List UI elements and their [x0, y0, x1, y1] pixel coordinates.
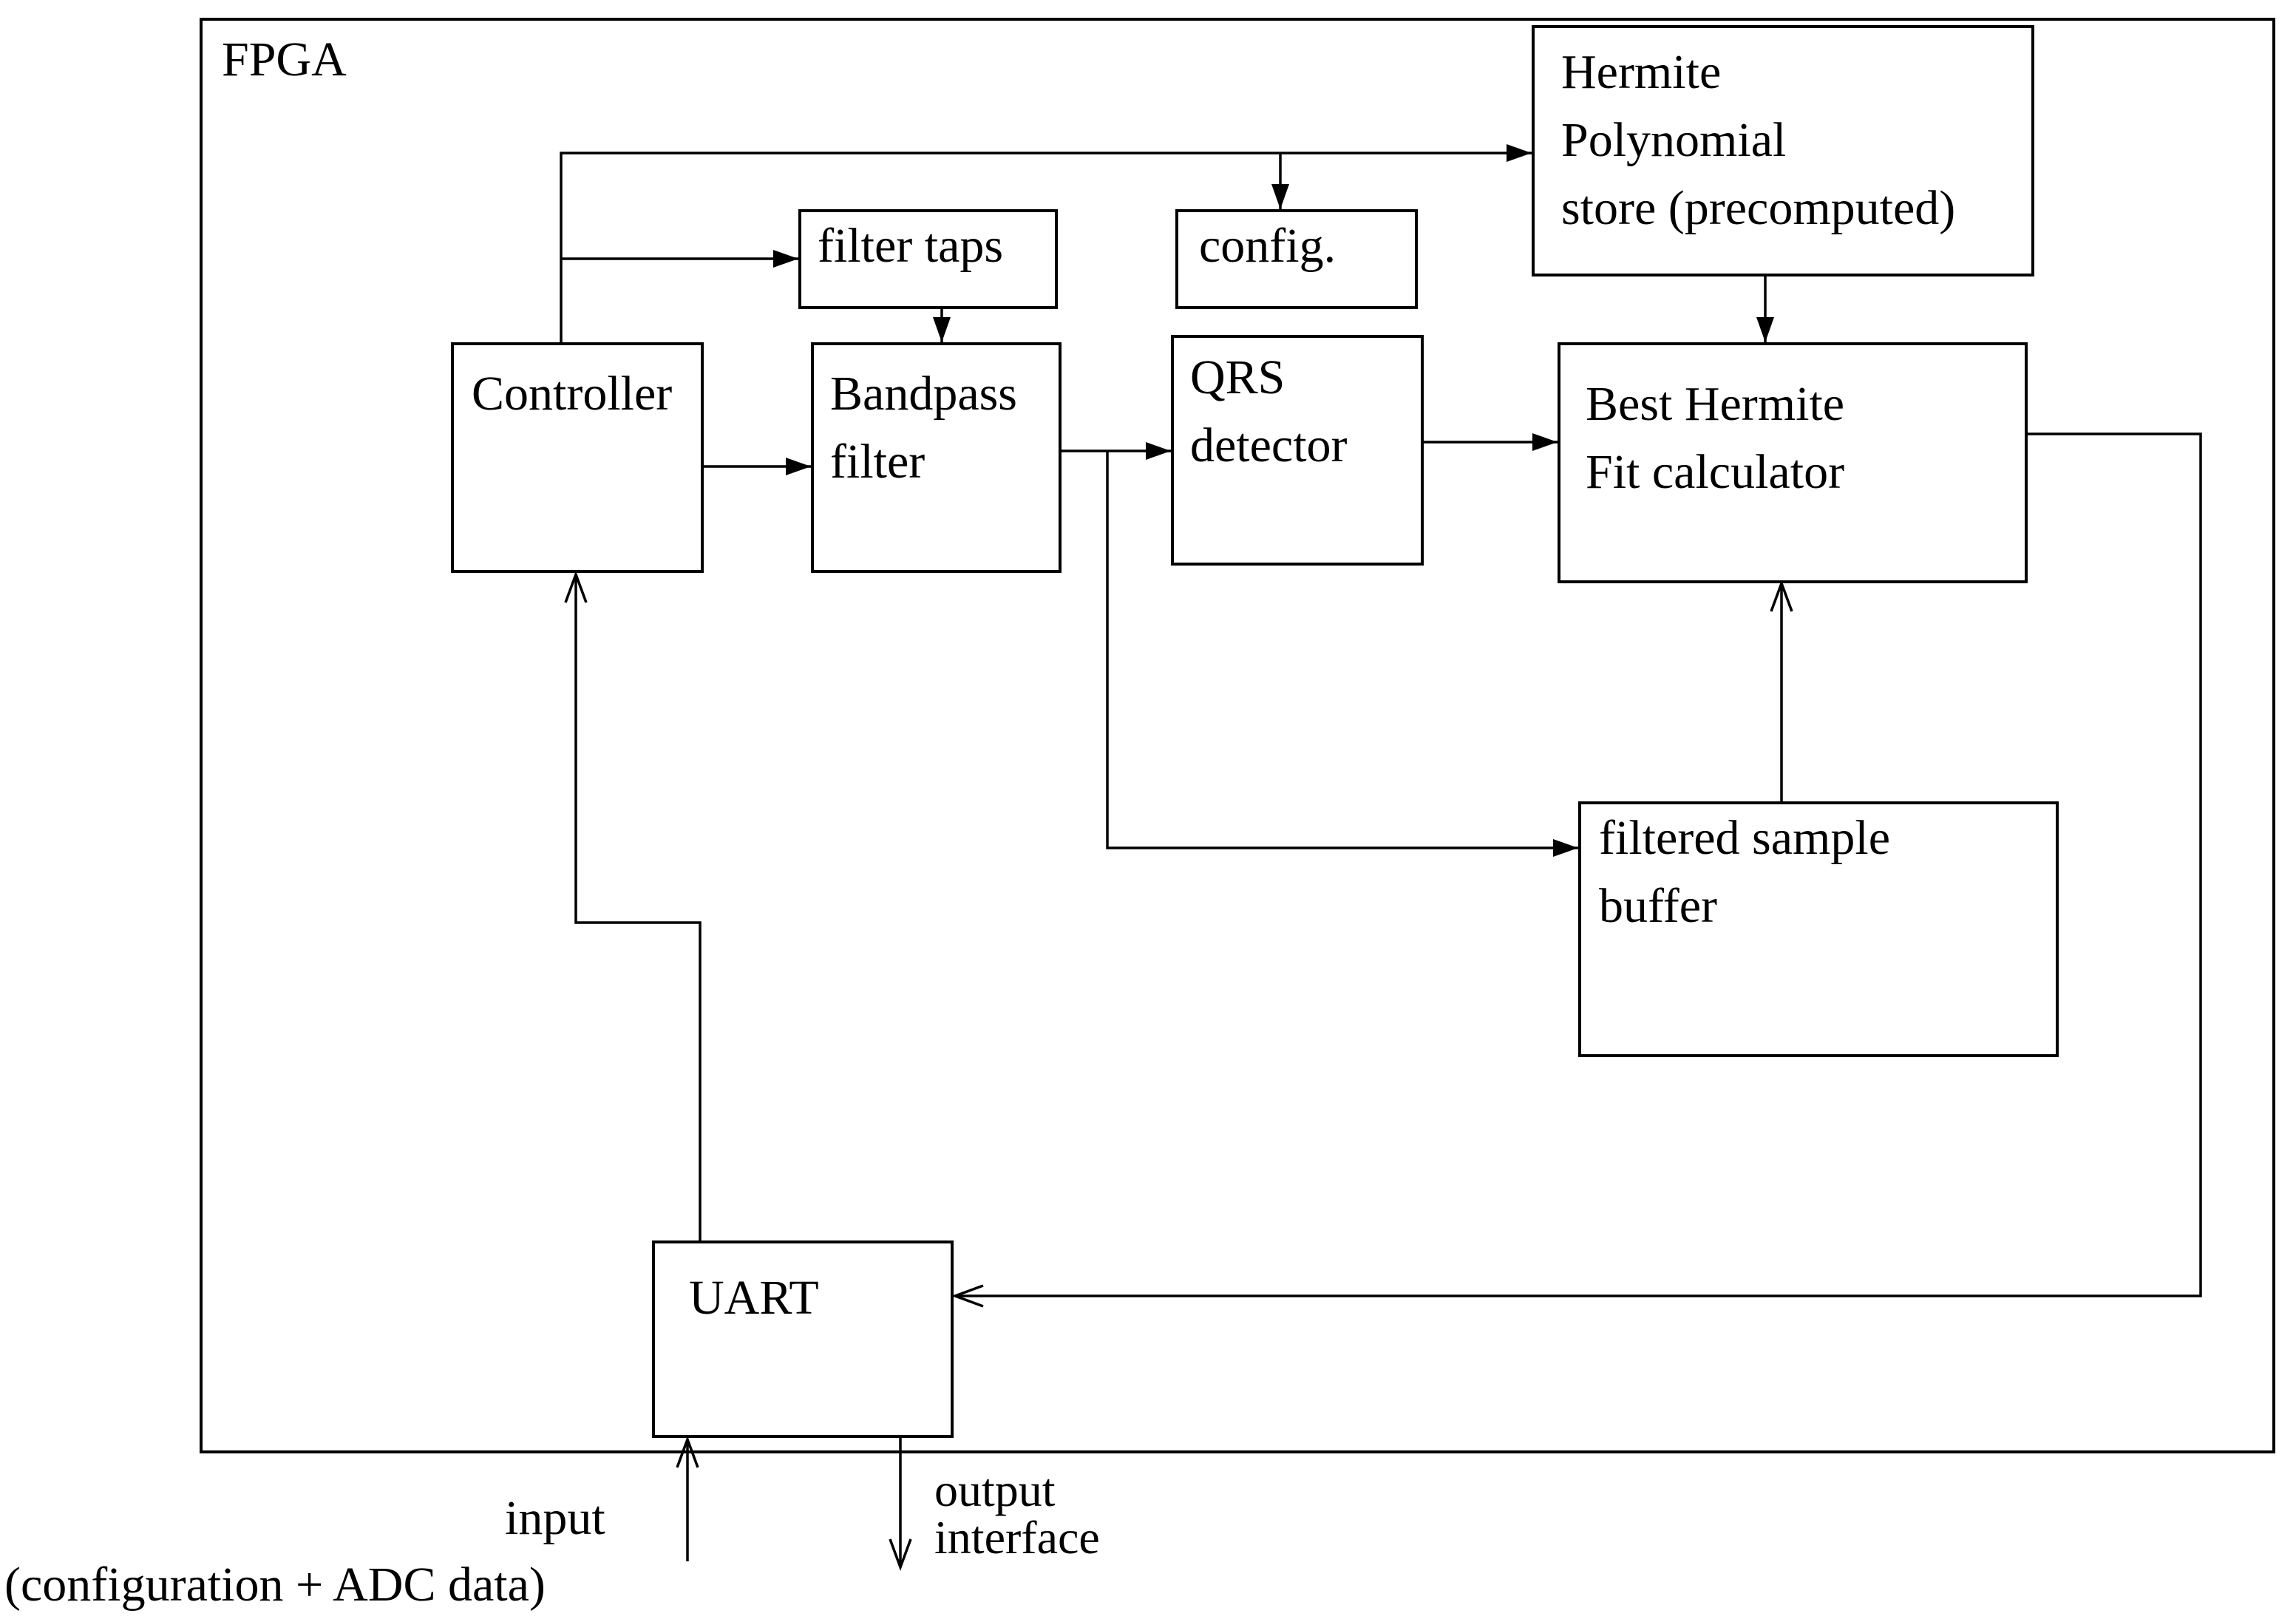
- box-label-line: QRS: [1190, 350, 1285, 404]
- box-label-line: config.: [1199, 219, 1336, 273]
- hermite-polynomial-store-box: Hermite Polynomial store (precomputed): [1532, 25, 2034, 276]
- box-label-line: filter: [830, 435, 925, 489]
- bandpass-filter-box: Bandpass filter: [811, 342, 1062, 573]
- filtered-sample-buffer-box: filtered sample buffer: [1578, 801, 2059, 1057]
- best-hermite-fit-calculator-box: Best Hermite Fit calculator: [1558, 342, 2028, 583]
- box-label-line: Polynomial: [1561, 113, 1787, 167]
- arrow-uart-to-controller: [564, 570, 702, 1240]
- output-label-line: interface: [934, 1511, 1100, 1564]
- box-label-line: Best Hermite: [1586, 377, 1845, 431]
- box-label-line: Fit calculator: [1586, 445, 1845, 499]
- fpga-boundary-box: [200, 18, 2275, 1453]
- uart-box: UART: [652, 1240, 954, 1438]
- box-label-line: Hermite: [1561, 45, 1722, 99]
- output-label-line: output: [934, 1464, 1056, 1516]
- box-label-line: detector: [1190, 418, 1348, 472]
- output-interface-label: output interface: [934, 1467, 1100, 1561]
- arrow-controller-to-hermite-store: [560, 144, 1532, 342]
- box-label-line: Controller: [472, 367, 673, 421]
- box-label-line: buffer: [1599, 879, 1718, 933]
- filter-taps-box: filter taps: [798, 209, 1058, 309]
- arrow-best-hermite-to-uart: [951, 432, 2202, 1308]
- box-label-line: filtered sample: [1599, 811, 1891, 865]
- box-label-line: filter taps: [818, 219, 1004, 273]
- input-label: input: [505, 1491, 605, 1545]
- box-label-line: store (precomputed): [1561, 181, 1956, 235]
- qrs-detector-box: QRS detector: [1171, 335, 1424, 566]
- input-detail-label: (configuration + ADC data): [4, 1558, 546, 1612]
- fpga-label: FPGA: [222, 33, 347, 86]
- box-label-line: UART: [689, 1271, 819, 1325]
- box-label-line: Bandpass: [830, 367, 1017, 421]
- arrow-bandpass-to-filtered-buffer: [1106, 451, 1578, 857]
- controller-box: Controller: [451, 342, 704, 573]
- config-box: config.: [1175, 209, 1418, 309]
